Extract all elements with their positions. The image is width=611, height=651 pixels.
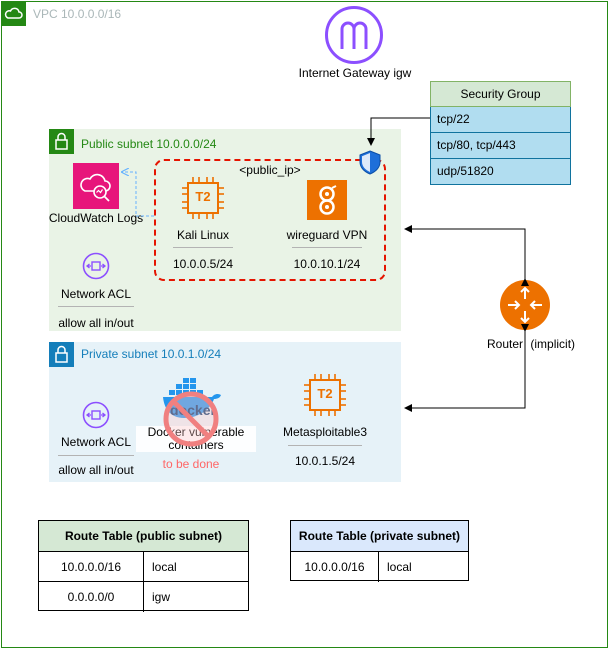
cloudwatch-logs-label: CloudWatch Logs xyxy=(48,211,144,225)
metasploitable-chip-icon xyxy=(302,372,348,418)
router-note: (implicit) xyxy=(530,337,576,351)
vpc-cloud-icon xyxy=(1,1,26,26)
shield-icon xyxy=(359,150,381,175)
not-allowed-icon xyxy=(162,390,220,448)
route-table-public: Route Table (public subnet) 10.0.0.0/16 … xyxy=(38,520,249,612)
security-group-connector xyxy=(367,117,430,146)
route-table-public-title: Route Table (public subnet) xyxy=(39,521,248,552)
public-subnet-container xyxy=(49,129,401,331)
route-destination: 10.0.0.0/16 xyxy=(291,552,379,582)
route-target: igw xyxy=(152,590,171,604)
network-acl-rule: allow all in/out xyxy=(58,316,134,330)
divider xyxy=(58,306,134,307)
security-group-rule: tcp/80, tcp/443 xyxy=(430,133,571,159)
wireguard-label: wireguard VPN xyxy=(286,228,368,242)
docker-label: Docker vulnerable containers xyxy=(136,426,256,452)
public-ip-group xyxy=(154,159,386,281)
divider xyxy=(173,247,233,248)
wireguard-ip-label: 10.0.10.1/24 xyxy=(293,257,361,271)
route-target: local xyxy=(387,560,412,574)
route-table-private: Route Table (private subnet) 10.0.0.0/16… xyxy=(290,520,469,582)
cloudwatch-connector xyxy=(122,172,154,217)
network-acl-icon xyxy=(82,401,110,429)
kali-ip-label: 10.0.0.5/24 xyxy=(172,257,234,271)
route-destination: 10.0.0.0/16 xyxy=(39,552,144,582)
public-ip-label: <public_ip> xyxy=(239,163,301,177)
kali-linux-label: Kali Linux xyxy=(176,228,230,242)
network-acl-icon xyxy=(82,252,110,280)
docker-status: to be done xyxy=(162,457,220,471)
network-acl-rule: allow all in/out xyxy=(58,463,134,477)
private-subnet-label: Private subnet 10.0.1.0/24 xyxy=(81,347,222,361)
kali-chip-text: T2 xyxy=(195,189,211,204)
divider xyxy=(58,455,134,456)
route-table-private-title: Route Table (private subnet) xyxy=(291,521,468,552)
internet-gateway-icon xyxy=(324,5,384,65)
public-subnet-label: Public subnet 10.0.0.0/24 xyxy=(81,137,217,151)
security-group-table: Security Group tcp/22 tcp/80, tcp/443 ud… xyxy=(430,81,571,185)
private-subnet-lock-icon xyxy=(49,342,74,367)
network-acl-label: Network ACL xyxy=(60,435,132,449)
security-group-rule: udp/51820 xyxy=(430,159,571,185)
router-icon xyxy=(500,280,550,330)
divider xyxy=(292,247,362,248)
security-group-title: Security Group xyxy=(430,81,571,107)
route-target: local xyxy=(144,552,248,582)
public-subnet-lock-icon xyxy=(49,129,74,154)
network-acl-label: Network ACL xyxy=(60,287,132,301)
kali-chip-icon xyxy=(180,175,226,221)
public-router-connector xyxy=(404,225,529,286)
metasploitable-ip-label: 10.0.1.5/24 xyxy=(294,454,356,468)
metasploitable-label: Metasploitable3 xyxy=(282,425,368,439)
divider xyxy=(288,445,362,446)
private-router-connector xyxy=(404,324,529,412)
cloudwatch-logs-icon xyxy=(73,163,119,209)
route-destination: 0.0.0.0/0 xyxy=(39,582,144,612)
metasploitable-chip-text: T2 xyxy=(317,386,333,401)
wireguard-icon xyxy=(307,180,347,220)
internet-gateway-label: Internet Gateway igw xyxy=(298,66,412,80)
vpc-label: VPC 10.0.0.0/16 xyxy=(33,7,122,21)
security-group-rule: tcp/22 xyxy=(430,107,571,133)
